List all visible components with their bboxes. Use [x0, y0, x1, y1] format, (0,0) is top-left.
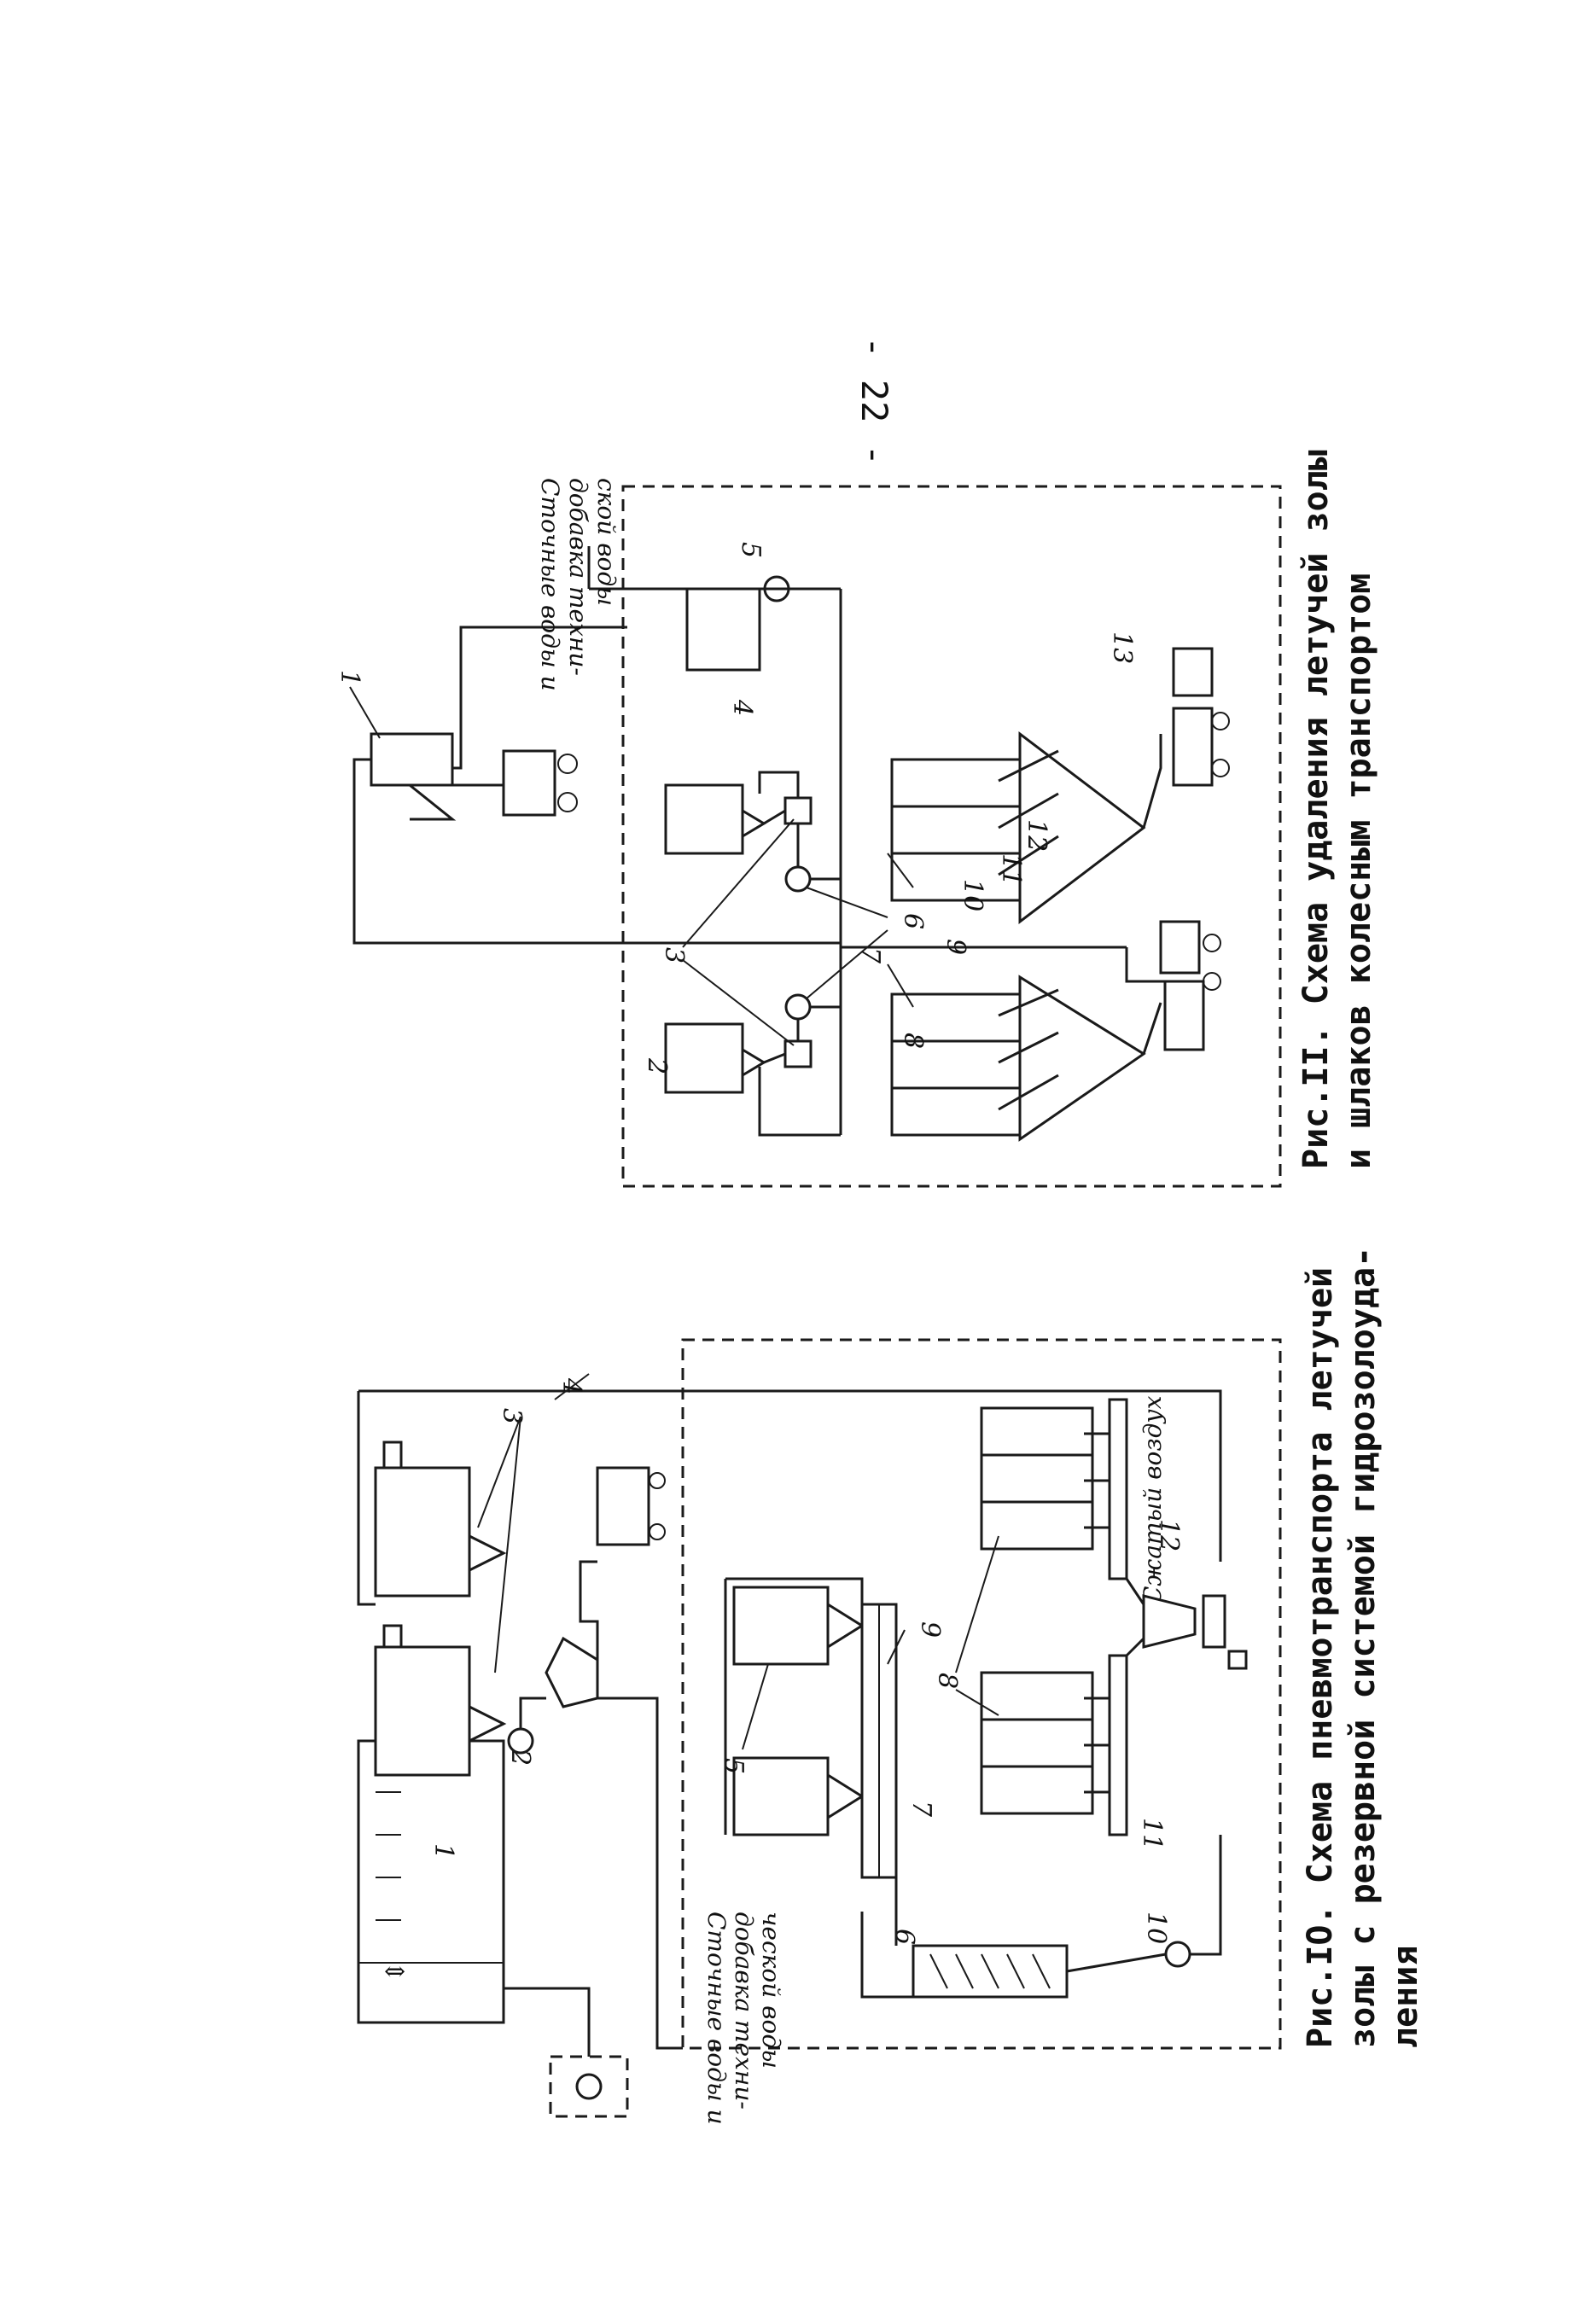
fig10-label-5: 5 — [719, 1758, 748, 1774]
figure-11: 1 4 5 Сточные воды и добавка техни- ской… — [335, 478, 1282, 1188]
fig11-truck-cab-12 — [1159, 920, 1201, 975]
fig11-feeder-a — [783, 796, 813, 825]
fig10-label-12: 12 — [1154, 1519, 1184, 1551]
fig11-note-line3: ской воды — [592, 478, 620, 606]
fig11-bank-lower — [890, 992, 1022, 1137]
fig10-ejector — [545, 1636, 599, 1708]
fig11-label-13: 13 — [1107, 631, 1137, 664]
fig11-hopper-1-body — [370, 732, 454, 787]
fig10-conveyor-upper — [1108, 1398, 1128, 1580]
fig11-line-to-4 — [452, 626, 627, 770]
fig11-pump-6a — [784, 865, 812, 893]
fig11-pump-6b — [784, 993, 812, 1021]
fig10-caption-line2: золы с резервной системой гидрозолоуда- — [1343, 1247, 1383, 2048]
fig10-collector-12 — [1142, 1594, 1197, 1649]
fig10-compressed-air: Сжатый воздух — [1139, 1395, 1167, 1604]
fig11-caption-line2: и шлаков колесным транспортом — [1339, 573, 1378, 1169]
fig10-pump-10 — [1164, 1941, 1191, 1968]
fig11-tank-4 — [685, 587, 761, 672]
fig11-silo-b — [664, 1022, 744, 1094]
fig10-silo-3b — [374, 1645, 471, 1777]
fig11-truck-cab-13 — [1172, 647, 1214, 697]
fig11-boundary — [621, 485, 1282, 1188]
fig11-label-2: 2 — [642, 1057, 672, 1074]
fig10-caption-line3: ления — [1386, 1946, 1425, 2048]
fig11-bunker-lower — [1018, 975, 1146, 1142]
fig10-rail-tanker-icon — [596, 1466, 650, 1546]
fig11-note-line1: Сточные воды и — [536, 478, 564, 691]
fig11-label-3: 3 — [659, 947, 689, 963]
fig10-label-1: 1 — [428, 1843, 458, 1860]
fig10-line-4 — [358, 1389, 1222, 1562]
fig11-note-line2: добавка техни- — [564, 478, 592, 676]
fig11-dump-truck-icon — [1163, 980, 1205, 1051]
fig10-label-9: 9 — [915, 1621, 945, 1638]
fig10-pump-box — [549, 2055, 629, 2118]
fig10-mixers-icon: ⇔ — [384, 1957, 405, 1987]
fig11-tanker-truck-icon — [1172, 707, 1214, 787]
fig10-pump-icon — [575, 2073, 603, 2100]
fig11-label-11: 11 — [996, 853, 1026, 886]
fig11-label-8: 8 — [898, 1033, 928, 1049]
fig10-label-7: 7 — [906, 1801, 936, 1818]
fig11-label-1: 1 — [335, 670, 364, 686]
fig11-caption-line1: Рис.II. Схема удаления летучей золы — [1296, 450, 1336, 1169]
fig10-label-11: 11 — [1137, 1818, 1167, 1850]
fig11-loader-truck-icon — [502, 749, 556, 817]
fig10-note-line3: ческой воды — [757, 1912, 785, 2069]
fig11-label-4: 4 — [727, 699, 757, 716]
fig10-silo-5b — [732, 1756, 830, 1836]
fig11-label-7: 7 — [855, 947, 885, 964]
fig11-label-10: 10 — [958, 879, 987, 911]
fig10-label-3: 3 — [497, 1408, 527, 1424]
fig11-label-12: 12 — [1022, 819, 1051, 852]
fig10-bank-upper — [980, 1406, 1094, 1551]
fig10-silo-5a — [732, 1586, 830, 1666]
figure-10: 1 ⇔ 3 2 4 5 — [357, 1338, 1282, 2125]
fig10-note-line2: добавка техни- — [730, 1912, 758, 2110]
fig10-bank-lower — [980, 1671, 1094, 1815]
fig10-conveyor-lower — [1108, 1654, 1128, 1836]
fig10-silo-3a — [374, 1466, 471, 1598]
fig10-label-2: 2 — [505, 1749, 535, 1766]
fig11-label-6: 6 — [898, 913, 928, 929]
fig10-label-10: 10 — [1141, 1912, 1171, 1944]
fig10-boundary — [681, 1338, 1282, 2050]
page-number: - 22 - — [853, 336, 895, 466]
fig10-screw-feeder — [1202, 1594, 1226, 1649]
fig10-label-8: 8 — [932, 1673, 962, 1689]
fig10-label-6: 6 — [889, 1929, 919, 1945]
fig11-label-5: 5 — [736, 542, 766, 558]
fig11-return-line — [352, 758, 841, 945]
fig11-feeder-b — [783, 1039, 813, 1068]
fig10-tank-1 — [357, 1739, 505, 2024]
fig11-label-9: 9 — [941, 939, 970, 955]
fig11-bunker-upper — [1018, 730, 1146, 925]
fig11-silo-a — [664, 783, 744, 855]
fig10-note-line1: Сточные воды и — [702, 1912, 731, 2125]
fig10-caption-line1: Рис.IO. Схема пневмотранспорта летучей — [1301, 1267, 1340, 2048]
